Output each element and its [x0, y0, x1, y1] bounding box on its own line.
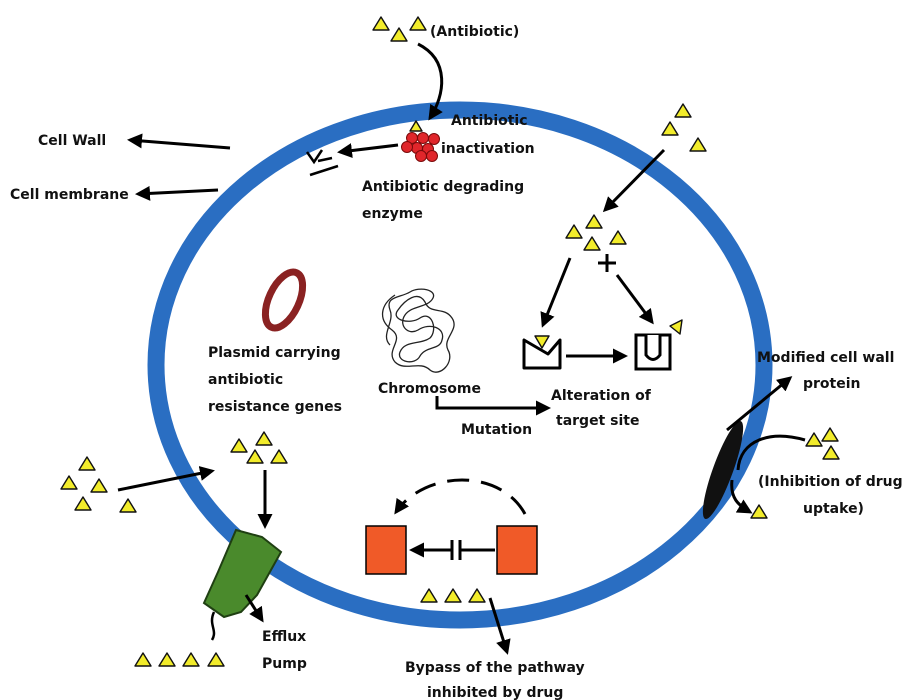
antibiotic-triangles-right-top [661, 103, 707, 152]
modified-wall-label-2: protein [803, 376, 861, 392]
mutation-label: Mutation [461, 422, 532, 438]
bypass-arrow [488, 597, 511, 655]
plasmid-label-3: resistance genes [208, 399, 342, 415]
antibiotic-triangles-right-mid [805, 427, 840, 460]
inactivation-arrow [337, 143, 399, 159]
degraded-enzyme-icon [305, 149, 339, 177]
antibiotic-triangles-top [372, 16, 427, 42]
inhibition-label-2: uptake) [803, 501, 864, 517]
inhibition-arrow [730, 479, 753, 514]
cell-wall-ring [147, 101, 773, 629]
antibiotic-triangles-bottom-left [134, 652, 225, 667]
alteration-label-2: target site [556, 413, 639, 429]
chromosome-icon [381, 288, 455, 373]
alteration-label-1: Alteration of [551, 388, 652, 404]
inhibited-path-icon [409, 540, 495, 560]
bypass-dashed-arrow [394, 478, 527, 515]
plasmid-icon [261, 268, 307, 332]
enzyme-label-1: Antibiotic degrading [362, 179, 524, 195]
target-site-original-icon [522, 335, 562, 370]
blocked-cross-icon [598, 254, 616, 272]
efflux-label-2: Pump [262, 656, 307, 672]
inhibition-curve [736, 434, 806, 471]
antibiotic-entry-arrow [417, 42, 444, 121]
chromosome-label: Chromosome [378, 381, 481, 397]
inactivation-label-1: Antibiotic [451, 113, 528, 129]
antibiotic-triangles-target [565, 214, 627, 251]
cell-wall-arrow [127, 133, 231, 150]
entry-arrow-right [602, 148, 666, 213]
pathway-box-right [496, 525, 538, 575]
enzyme-label-2: enzyme [362, 206, 423, 222]
bypass-label-1: Bypass of the pathway [405, 660, 585, 676]
modified-protein-icon [702, 421, 744, 519]
arrow-to-target-1 [540, 257, 572, 328]
cell-membrane-label: Cell membrane [10, 187, 129, 203]
inhibition-label-1: (Inhibition of drug [758, 474, 903, 490]
antibiotic-triangles-bypass [420, 588, 486, 603]
target-site-altered-icon [634, 319, 683, 371]
pathway-box-left [365, 525, 407, 575]
antibiotic-label: (Antibiotic) [430, 24, 519, 40]
antibiotic-triangle-small [409, 120, 423, 132]
modified-wall-label-1: Modified cell wall [757, 350, 894, 366]
efflux-entry-arrow [117, 466, 215, 492]
mutation-arrow [435, 396, 551, 416]
efflux-label-1: Efflux [262, 629, 306, 645]
antibiotic-triangles-efflux [230, 431, 288, 464]
efflux-out-arrow [244, 594, 264, 623]
antibiotic-triangles-left [60, 456, 137, 513]
plasmid-label-2: antibiotic [208, 372, 283, 388]
plasmid-label-1: Plasmid carrying [208, 345, 341, 361]
inactivation-balls-icon [401, 132, 440, 162]
bypass-label-2: inhibited by drug [427, 685, 563, 700]
arrow-to-target-2 [615, 274, 654, 325]
efflux-pump-icon [202, 528, 283, 619]
efflux-tail [210, 611, 216, 641]
inactivation-label-2: inactivation [441, 141, 535, 157]
modified-protein-arrow [726, 376, 793, 432]
cell-wall-label: Cell Wall [38, 133, 106, 149]
antibiotic-triangle-blocked [750, 504, 768, 519]
cell-membrane-arrow [135, 185, 219, 201]
